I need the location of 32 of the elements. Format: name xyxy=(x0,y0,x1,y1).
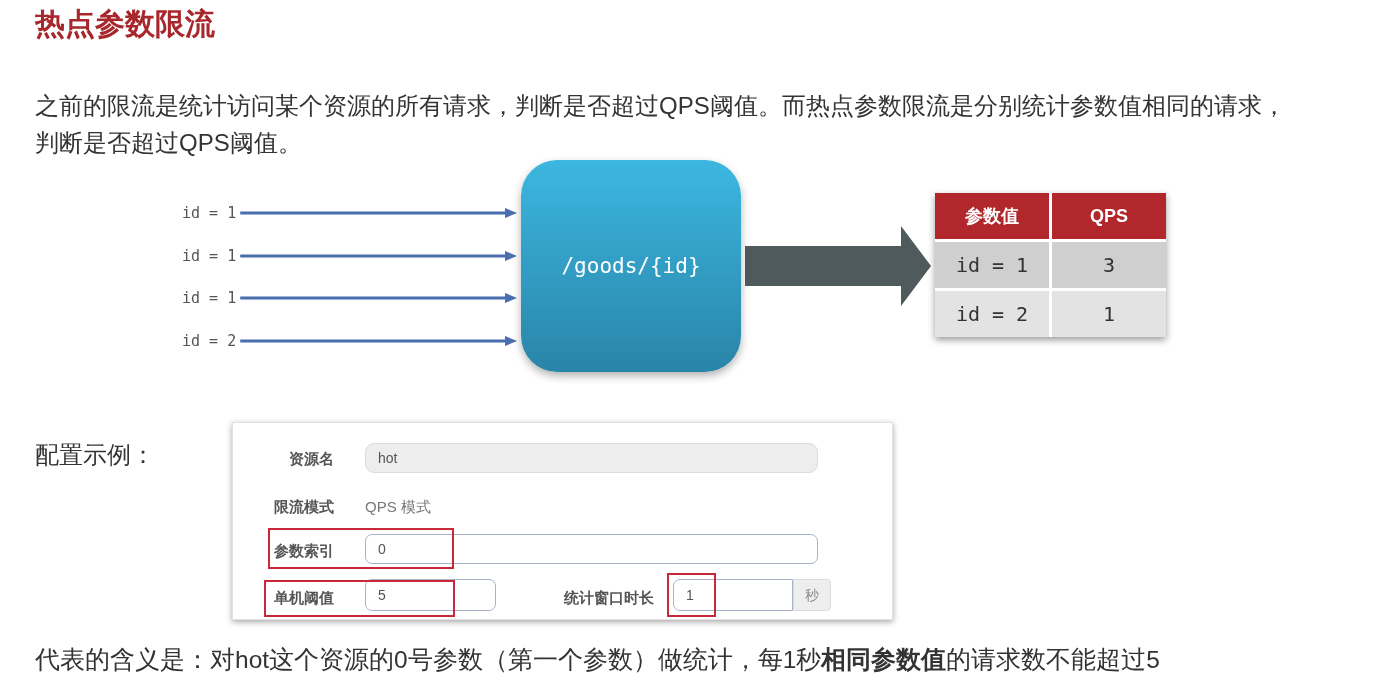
field-label: 限流模式 xyxy=(274,497,334,517)
table-cell: id = 1 xyxy=(935,242,1049,288)
arrow xyxy=(240,336,517,346)
request-label: id = 2 xyxy=(182,331,237,351)
mode-value: QPS 模式 xyxy=(365,497,431,517)
field-label: 统计窗口时长 xyxy=(564,588,654,608)
table-cell: 3 xyxy=(1052,242,1166,288)
arrow xyxy=(240,208,517,218)
table-cell: 1 xyxy=(1052,291,1166,337)
field-label: 单机阈值 xyxy=(274,588,334,608)
request-label: id = 1 xyxy=(182,246,237,266)
intro-paragraph: 之前的限流是统计访问某个资源的所有请求，判断是否超过QPS阈值。而热点参数限流是分别统计参数值相同的请求，判断是否超过QPS阈值。 xyxy=(35,91,1287,158)
request-label: id = 1 xyxy=(182,203,237,223)
input-field: hot xyxy=(365,443,818,473)
table-header-cell: QPS xyxy=(1052,193,1166,239)
arrow xyxy=(240,293,517,303)
caption-text: 代表的含义是：对hot这个资源的0号参数（第一个参数）做统计，每1秒相同参数值的请求数不能超过5 xyxy=(35,645,1160,675)
block-arrow xyxy=(745,226,931,306)
input-field: 1 xyxy=(673,579,793,611)
table-header-cell: 参数值 xyxy=(935,193,1049,239)
slide-title: 热点参数限流 xyxy=(35,6,215,42)
request-label: id = 1 xyxy=(182,288,237,308)
table-cell: id = 2 xyxy=(935,291,1049,337)
input-field: 0 xyxy=(365,534,818,564)
input-field: 5 xyxy=(365,579,496,611)
parameter-table xyxy=(935,193,1166,337)
unit-addon: 秒 xyxy=(793,579,831,611)
endpoint-box: /goods/{id} xyxy=(521,160,741,372)
field-label: 资源名 xyxy=(289,449,334,469)
field-label: 参数索引 xyxy=(274,541,334,561)
arrow xyxy=(240,251,517,261)
section-label: 配置示例： xyxy=(35,440,155,470)
